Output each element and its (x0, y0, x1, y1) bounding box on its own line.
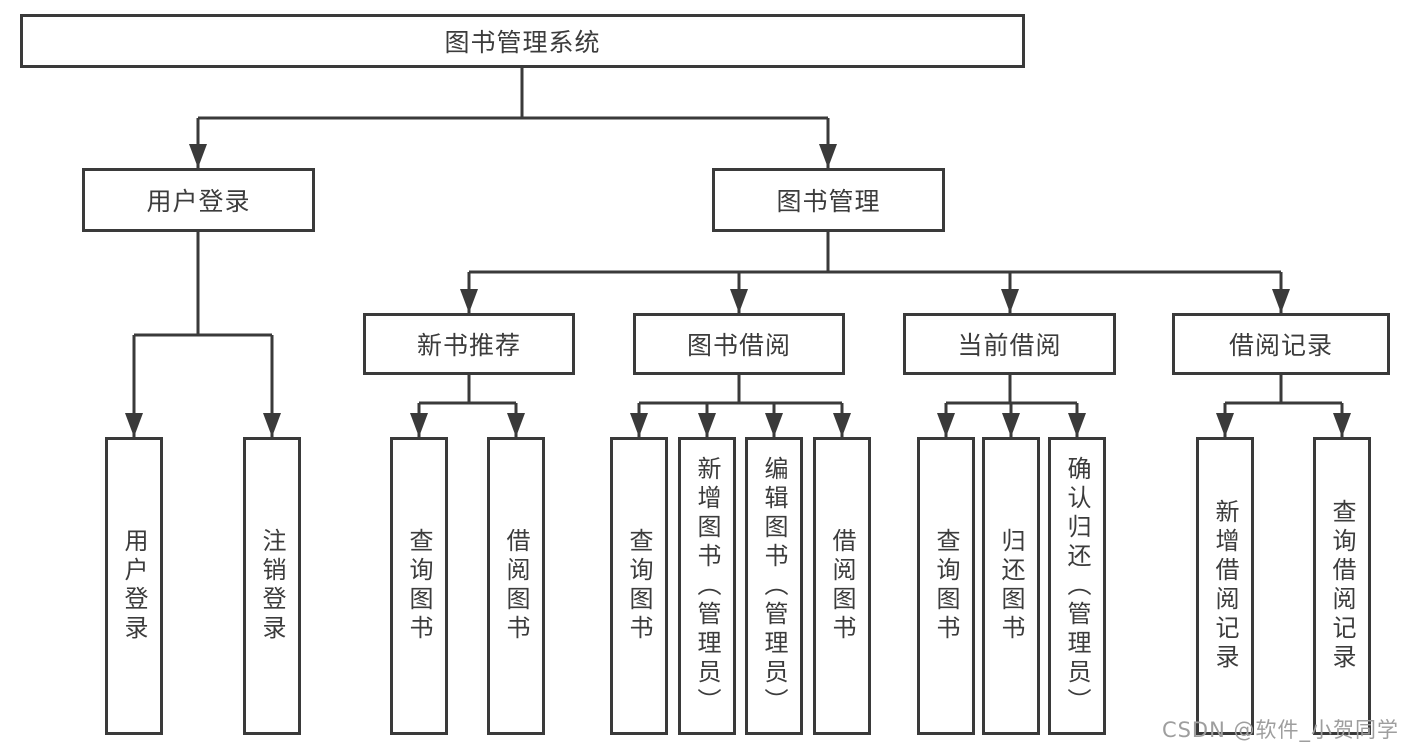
node-book-borrowing: 图书借阅 (633, 313, 845, 375)
node-leaf-bb-query-books-label: 查询图书 (625, 528, 653, 644)
watermark: CSDN @软件_小贺同学 (1161, 718, 1399, 742)
node-leaf-cb-query-books-label: 查询图书 (932, 528, 960, 644)
node-leaf-bb-borrow-books-label: 借阅图书 (828, 528, 856, 644)
node-leaf-user-login: 用户登录 (105, 437, 163, 735)
node-leaf-cb-query-books: 查询图书 (917, 437, 975, 735)
node-leaf-bb-edit-books-admin-label: 编辑图书（管理员） (760, 455, 788, 717)
node-leaf-br-query-record: 查询借阅记录 (1313, 437, 1371, 735)
node-leaf-bb-borrow-books: 借阅图书 (813, 437, 871, 735)
node-leaf-cb-confirm-return-admin-label: 确认归还（管理员） (1063, 455, 1091, 717)
node-leaf-cb-return-books: 归还图书 (982, 437, 1040, 735)
node-leaf-br-query-record-label: 查询借阅记录 (1328, 499, 1356, 673)
node-leaf-bb-edit-books-admin: 编辑图书（管理员） (745, 437, 803, 735)
node-new-book-recommend: 新书推荐 (363, 313, 575, 375)
node-leaf-br-add-record: 新增借阅记录 (1196, 437, 1254, 735)
node-leaf-cb-return-books-label: 归还图书 (997, 528, 1025, 644)
node-book-management-branch: 图书管理 (712, 168, 945, 232)
node-leaf-logout-label: 注销登录 (258, 528, 286, 644)
node-leaf-bb-add-books-admin: 新增图书（管理员） (678, 437, 736, 735)
node-leaf-bb-query-books: 查询图书 (610, 437, 668, 735)
node-leaf-logout: 注销登录 (243, 437, 301, 735)
node-leaf-br-add-record-label: 新增借阅记录 (1211, 499, 1239, 673)
node-user-login-branch: 用户登录 (82, 168, 315, 232)
node-root: 图书管理系统 (20, 14, 1025, 68)
node-leaf-rec-query-books: 查询图书 (390, 437, 448, 735)
node-borrowing-records: 借阅记录 (1172, 313, 1390, 375)
node-current-borrowing: 当前借阅 (903, 313, 1116, 375)
node-leaf-rec-query-books-label: 查询图书 (405, 528, 433, 644)
node-leaf-user-login-label: 用户登录 (120, 528, 148, 644)
node-leaf-cb-confirm-return-admin: 确认归还（管理员） (1048, 437, 1106, 735)
node-leaf-rec-borrow-books-label: 借阅图书 (502, 528, 530, 644)
node-leaf-rec-borrow-books: 借阅图书 (487, 437, 545, 735)
node-leaf-bb-add-books-admin-label: 新增图书（管理员） (693, 455, 721, 717)
